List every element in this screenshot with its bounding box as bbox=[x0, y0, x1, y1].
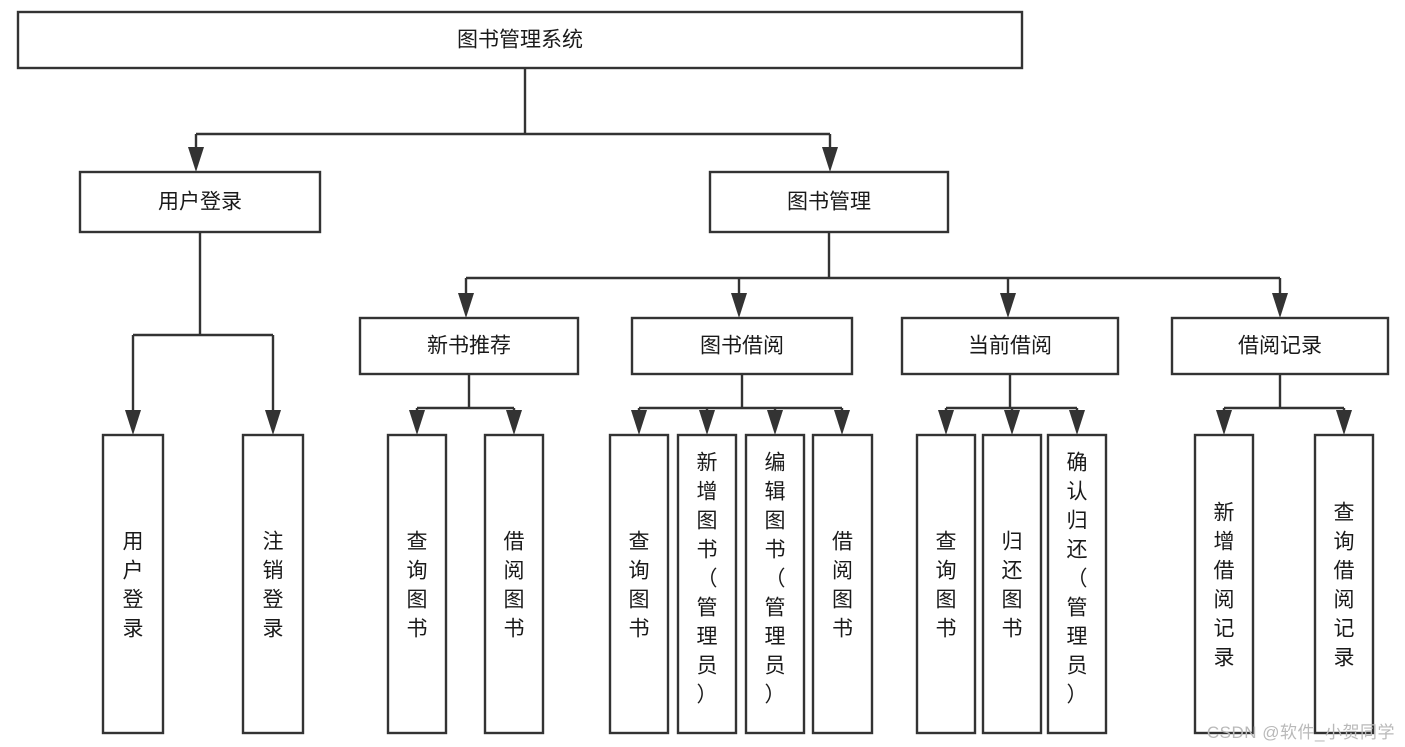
node-box-new-book-rec[interactable] bbox=[358, 316, 580, 376]
node-leaf-edit-book-admin[interactable]: 编辑图书（管理员） bbox=[744, 433, 806, 735]
node-label-leaf-query-book-1: 查询图书 bbox=[407, 531, 428, 641]
node-box-leaf-query-book-1[interactable] bbox=[386, 433, 448, 735]
connector-bus-book-borrow bbox=[631, 374, 850, 435]
node-label-new-book-rec: 新书推荐 bbox=[427, 335, 511, 358]
node-box-leaf-add-borrow-record[interactable] bbox=[1193, 433, 1255, 735]
node-leaf-borrow-book-1[interactable]: 借阅图书 bbox=[483, 433, 545, 735]
connector-bus-current-borrow bbox=[938, 374, 1085, 435]
node-box-leaf-user-logout[interactable] bbox=[241, 433, 305, 735]
node-leaf-query-book-1[interactable]: 查询图书 bbox=[386, 433, 448, 735]
node-label-leaf-user-logout: 注销登录 bbox=[263, 531, 284, 641]
node-label-leaf-query-book-3: 查询图书 bbox=[936, 531, 957, 641]
node-box-book-manage[interactable] bbox=[708, 170, 950, 234]
node-label-root: 图书管理系统 bbox=[457, 29, 583, 52]
node-leaf-query-book-2[interactable]: 查询图书 bbox=[608, 433, 670, 735]
node-layer: 图书管理系统用户登录图书管理新书推荐图书借阅当前借阅借阅记录用户登录注销登录查询… bbox=[16, 10, 1390, 735]
connector-bus-root bbox=[188, 68, 838, 172]
node-label-leaf-add-book-admin: 新增图书（管理员） bbox=[697, 452, 718, 707]
node-root[interactable]: 图书管理系统 bbox=[16, 10, 1024, 70]
node-new-book-rec[interactable]: 新书推荐 bbox=[358, 316, 580, 376]
node-borrow-record[interactable]: 借阅记录 bbox=[1170, 316, 1390, 376]
node-label-leaf-add-borrow-record: 新增借阅记录 bbox=[1214, 502, 1235, 670]
node-box-leaf-user-login[interactable] bbox=[101, 433, 165, 735]
connector-bus-book-manage bbox=[458, 232, 1288, 318]
node-leaf-borrow-book-2[interactable]: 借阅图书 bbox=[811, 433, 874, 735]
node-label-leaf-return-book: 归还图书 bbox=[1002, 531, 1023, 641]
node-box-leaf-borrow-book-1[interactable] bbox=[483, 433, 545, 735]
node-box-leaf-borrow-book-2[interactable] bbox=[811, 433, 874, 735]
node-label-leaf-confirm-return-admin: 确认归还（管理员） bbox=[1067, 452, 1088, 707]
node-label-book-borrow: 图书借阅 bbox=[700, 335, 784, 358]
node-box-leaf-query-book-2[interactable] bbox=[608, 433, 670, 735]
node-label-leaf-edit-book-admin: 编辑图书（管理员） bbox=[765, 452, 786, 707]
connector-bus-new-book-rec bbox=[409, 374, 522, 435]
node-box-leaf-return-book[interactable] bbox=[981, 433, 1043, 735]
node-leaf-return-book[interactable]: 归还图书 bbox=[981, 433, 1043, 735]
node-label-leaf-user-login: 用户登录 bbox=[123, 531, 144, 641]
node-label-leaf-query-book-2: 查询图书 bbox=[629, 531, 650, 641]
connector-layer bbox=[125, 68, 1352, 435]
node-box-leaf-edit-book-admin[interactable] bbox=[744, 433, 806, 735]
node-box-book-borrow[interactable] bbox=[630, 316, 854, 376]
node-label-leaf-borrow-book-1: 借阅图书 bbox=[504, 531, 525, 641]
node-label-current-borrow: 当前借阅 bbox=[968, 335, 1052, 358]
node-leaf-query-borrow-record[interactable]: 查询借阅记录 bbox=[1313, 433, 1375, 735]
node-box-leaf-confirm-return-admin[interactable] bbox=[1046, 433, 1108, 735]
node-label-book-manage: 图书管理 bbox=[787, 191, 871, 214]
node-book-manage[interactable]: 图书管理 bbox=[708, 170, 950, 234]
node-current-borrow[interactable]: 当前借阅 bbox=[900, 316, 1120, 376]
node-label-leaf-borrow-book-2: 借阅图书 bbox=[832, 531, 853, 641]
node-label-borrow-record: 借阅记录 bbox=[1238, 335, 1322, 358]
node-label-user-login: 用户登录 bbox=[158, 191, 242, 214]
node-box-root[interactable] bbox=[16, 10, 1024, 70]
node-box-leaf-query-book-3[interactable] bbox=[915, 433, 977, 735]
node-box-leaf-add-book-admin[interactable] bbox=[676, 433, 738, 735]
node-box-leaf-query-borrow-record[interactable] bbox=[1313, 433, 1375, 735]
node-box-current-borrow[interactable] bbox=[900, 316, 1120, 376]
node-user-login[interactable]: 用户登录 bbox=[78, 170, 322, 234]
node-book-borrow[interactable]: 图书借阅 bbox=[630, 316, 854, 376]
node-leaf-add-book-admin[interactable]: 新增图书（管理员） bbox=[676, 433, 738, 735]
connector-bus-user-login bbox=[125, 232, 281, 435]
node-box-user-login[interactable] bbox=[78, 170, 322, 234]
node-leaf-query-book-3[interactable]: 查询图书 bbox=[915, 433, 977, 735]
node-leaf-confirm-return-admin[interactable]: 确认归还（管理员） bbox=[1046, 433, 1108, 735]
watermark-label: CSDN @软件_小贺同学 bbox=[1206, 723, 1395, 742]
node-box-borrow-record[interactable] bbox=[1170, 316, 1390, 376]
connector-bus-borrow-record bbox=[1216, 374, 1352, 435]
node-leaf-user-login[interactable]: 用户登录 bbox=[101, 433, 165, 735]
node-label-leaf-query-borrow-record: 查询借阅记录 bbox=[1334, 502, 1355, 670]
node-leaf-user-logout[interactable]: 注销登录 bbox=[241, 433, 305, 735]
node-leaf-add-borrow-record[interactable]: 新增借阅记录 bbox=[1193, 433, 1255, 735]
